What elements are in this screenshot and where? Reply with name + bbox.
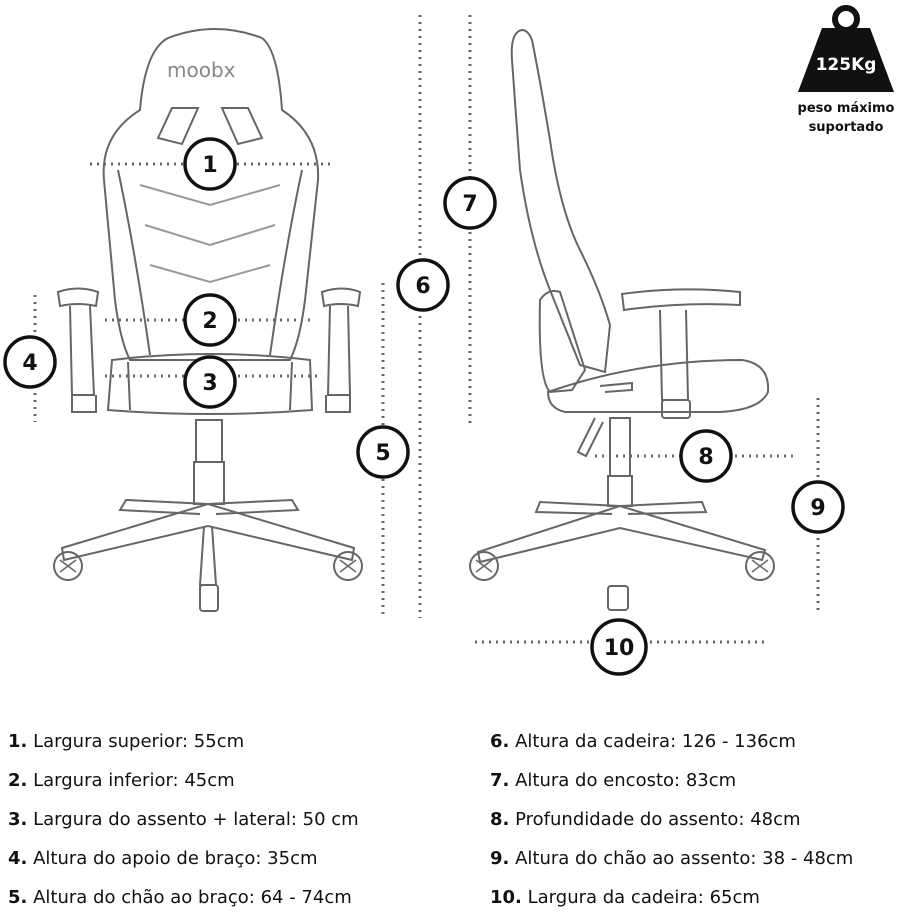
spec-item-5: 5. Altura do chão ao braço: 64 - 74cm bbox=[8, 878, 359, 917]
spec-text: Largura da cadeira: 65cm bbox=[527, 887, 760, 908]
marker-6: 6 bbox=[396, 258, 450, 312]
spec-number: 8. bbox=[490, 809, 510, 830]
spec-item-10: 10. Largura da cadeira: 65cm bbox=[490, 878, 853, 917]
weight-caption-line2: suportado bbox=[809, 120, 884, 135]
weight-value: 125Kg bbox=[816, 55, 877, 75]
spec-item-6: 6. Altura da cadeira: 126 - 136cm bbox=[490, 722, 853, 761]
spec-number: 7. bbox=[490, 770, 510, 791]
side-measure-lines bbox=[475, 398, 820, 644]
brand-logo: moobx bbox=[167, 58, 236, 82]
spec-item-7: 7. Altura do encosto: 83cm bbox=[490, 761, 853, 800]
spec-number: 1. bbox=[8, 731, 28, 752]
weight-badge: 125Kg peso máximo suportado bbox=[798, 5, 895, 135]
front-view-chair bbox=[53, 28, 363, 612]
spec-text: Altura do chão ao braço: 64 - 74cm bbox=[33, 887, 352, 908]
spec-list-left: 1. Largura superior: 55cm 2. Largura inf… bbox=[8, 722, 359, 917]
spec-text: Largura inferior: 45cm bbox=[33, 770, 235, 791]
spec-item-3: 3. Largura do assento + lateral: 50 cm bbox=[8, 800, 359, 839]
spec-number: 4. bbox=[8, 848, 28, 869]
spec-number: 5. bbox=[8, 887, 28, 908]
marker-3: 3 bbox=[183, 355, 237, 409]
marker-5-label: 5 bbox=[375, 441, 390, 466]
marker-10-label: 10 bbox=[604, 636, 635, 661]
spec-number: 3. bbox=[8, 809, 28, 830]
marker-1: 1 bbox=[183, 137, 237, 191]
spec-item-9: 9. Altura do chão ao assento: 38 - 48cm bbox=[490, 839, 853, 878]
marker-9: 9 bbox=[791, 480, 845, 534]
marker-2: 2 bbox=[183, 293, 237, 347]
spec-item-4: 4. Altura do apoio de braço: 35cm bbox=[8, 839, 359, 878]
spec-number: 9. bbox=[490, 848, 510, 869]
weight-icon bbox=[798, 28, 894, 92]
marker-7: 7 bbox=[443, 176, 497, 230]
spec-item-1: 1. Largura superior: 55cm bbox=[8, 722, 359, 761]
marker-4-label: 4 bbox=[22, 351, 37, 376]
marker-6-label: 6 bbox=[415, 274, 430, 299]
front-measure-lines bbox=[33, 15, 472, 618]
marker-10: 10 bbox=[590, 618, 648, 676]
spec-list-right: 6. Altura da cadeira: 126 - 136cm 7. Alt… bbox=[490, 722, 853, 917]
spec-number: 10. bbox=[490, 887, 522, 908]
spec-text: Largura do assento + lateral: 50 cm bbox=[33, 809, 359, 830]
marker-4: 4 bbox=[3, 335, 57, 389]
weight-handle-icon bbox=[832, 5, 860, 33]
marker-8-label: 8 bbox=[698, 445, 713, 470]
side-view-chair bbox=[469, 28, 775, 611]
chair-dimensions-diagram: moobx bbox=[3, 5, 895, 676]
spec-text: Altura do encosto: 83cm bbox=[515, 770, 737, 791]
spec-text: Altura do chão ao assento: 38 - 48cm bbox=[515, 848, 854, 869]
marker-8: 8 bbox=[679, 429, 733, 483]
marker-1-label: 1 bbox=[202, 153, 217, 178]
spec-number: 6. bbox=[490, 731, 510, 752]
marker-5: 5 bbox=[356, 425, 410, 479]
spec-text: Altura do apoio de braço: 35cm bbox=[33, 848, 318, 869]
marker-3-label: 3 bbox=[202, 371, 217, 396]
spec-number: 2. bbox=[8, 770, 28, 791]
weight-caption-line1: peso máximo bbox=[798, 101, 895, 116]
spec-text: Altura da cadeira: 126 - 136cm bbox=[515, 731, 796, 752]
spec-text: Profundidade do assento: 48cm bbox=[515, 809, 801, 830]
spec-text: Largura superior: 55cm bbox=[33, 731, 245, 752]
marker-9-label: 9 bbox=[810, 496, 825, 521]
marker-2-label: 2 bbox=[202, 309, 217, 334]
marker-7-label: 7 bbox=[462, 192, 477, 217]
spec-item-8: 8. Profundidade do assento: 48cm bbox=[490, 800, 853, 839]
spec-item-2: 2. Largura inferior: 45cm bbox=[8, 761, 359, 800]
